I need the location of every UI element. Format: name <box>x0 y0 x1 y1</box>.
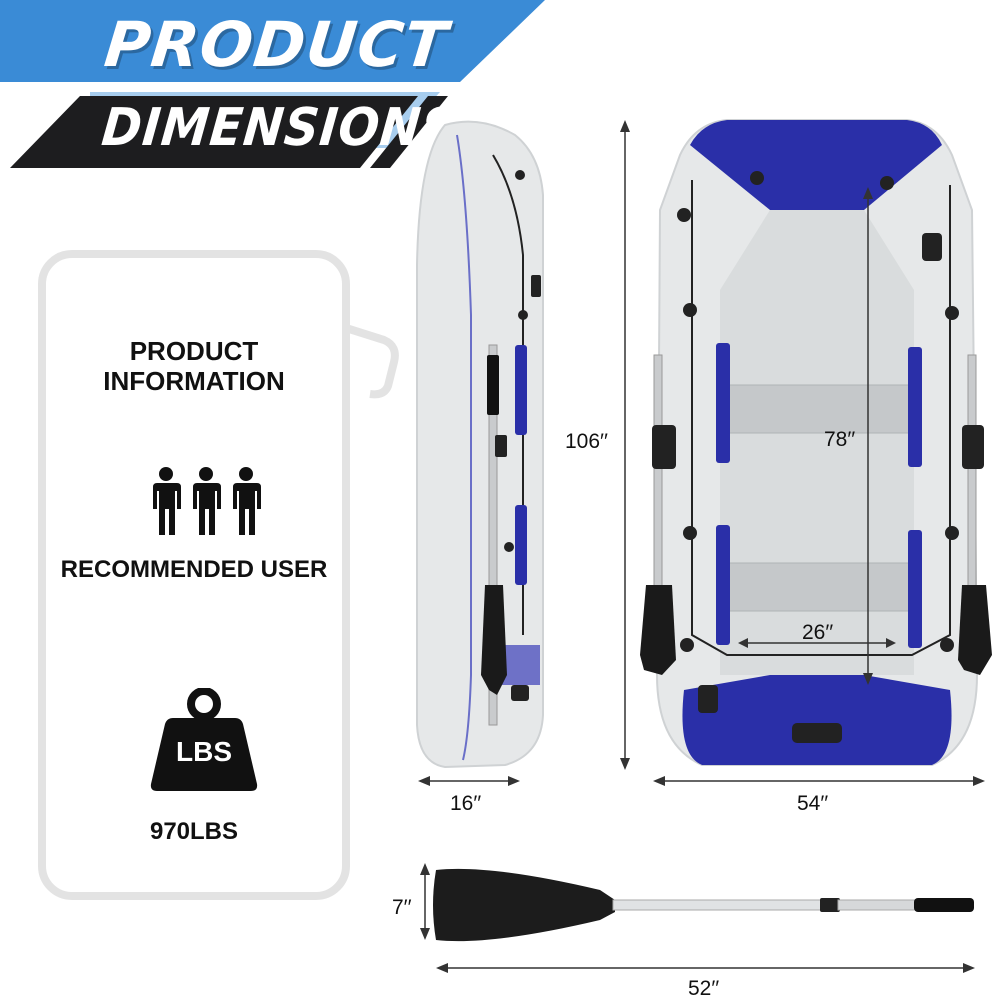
boat-side-view <box>416 120 544 769</box>
three-people-icon <box>153 467 261 535</box>
weight-icon: LBS <box>149 688 259 793</box>
product-info-panel: PRODUCT INFORMATION RECOMMENDED USER LBS… <box>38 250 350 900</box>
weight-icon-label: LBS <box>176 736 232 767</box>
oar-blade-width-label: 7′′ <box>392 896 412 919</box>
inner-width-label: 26′′ <box>802 621 834 644</box>
weight-capacity-value: 970LBS <box>149 818 239 845</box>
boat-top-view <box>640 119 992 766</box>
panel-tab <box>344 324 399 399</box>
dark-banner-stripe <box>370 96 448 168</box>
side-width-label: 16′′ <box>450 792 482 815</box>
info-title: PRODUCT INFORMATION <box>103 336 285 396</box>
dark-banner <box>10 96 418 168</box>
oar-image <box>433 868 974 942</box>
inner-length-label: 78′′ <box>824 428 856 451</box>
recommended-user-label: RECOMMENDED USER <box>60 556 328 583</box>
header-banner <box>0 0 545 168</box>
blue-banner <box>0 0 545 82</box>
oar-length-label: 52′′ <box>688 977 720 1000</box>
top-width-label: 54′′ <box>797 792 829 815</box>
side-height-label: 106′′ <box>565 430 608 453</box>
